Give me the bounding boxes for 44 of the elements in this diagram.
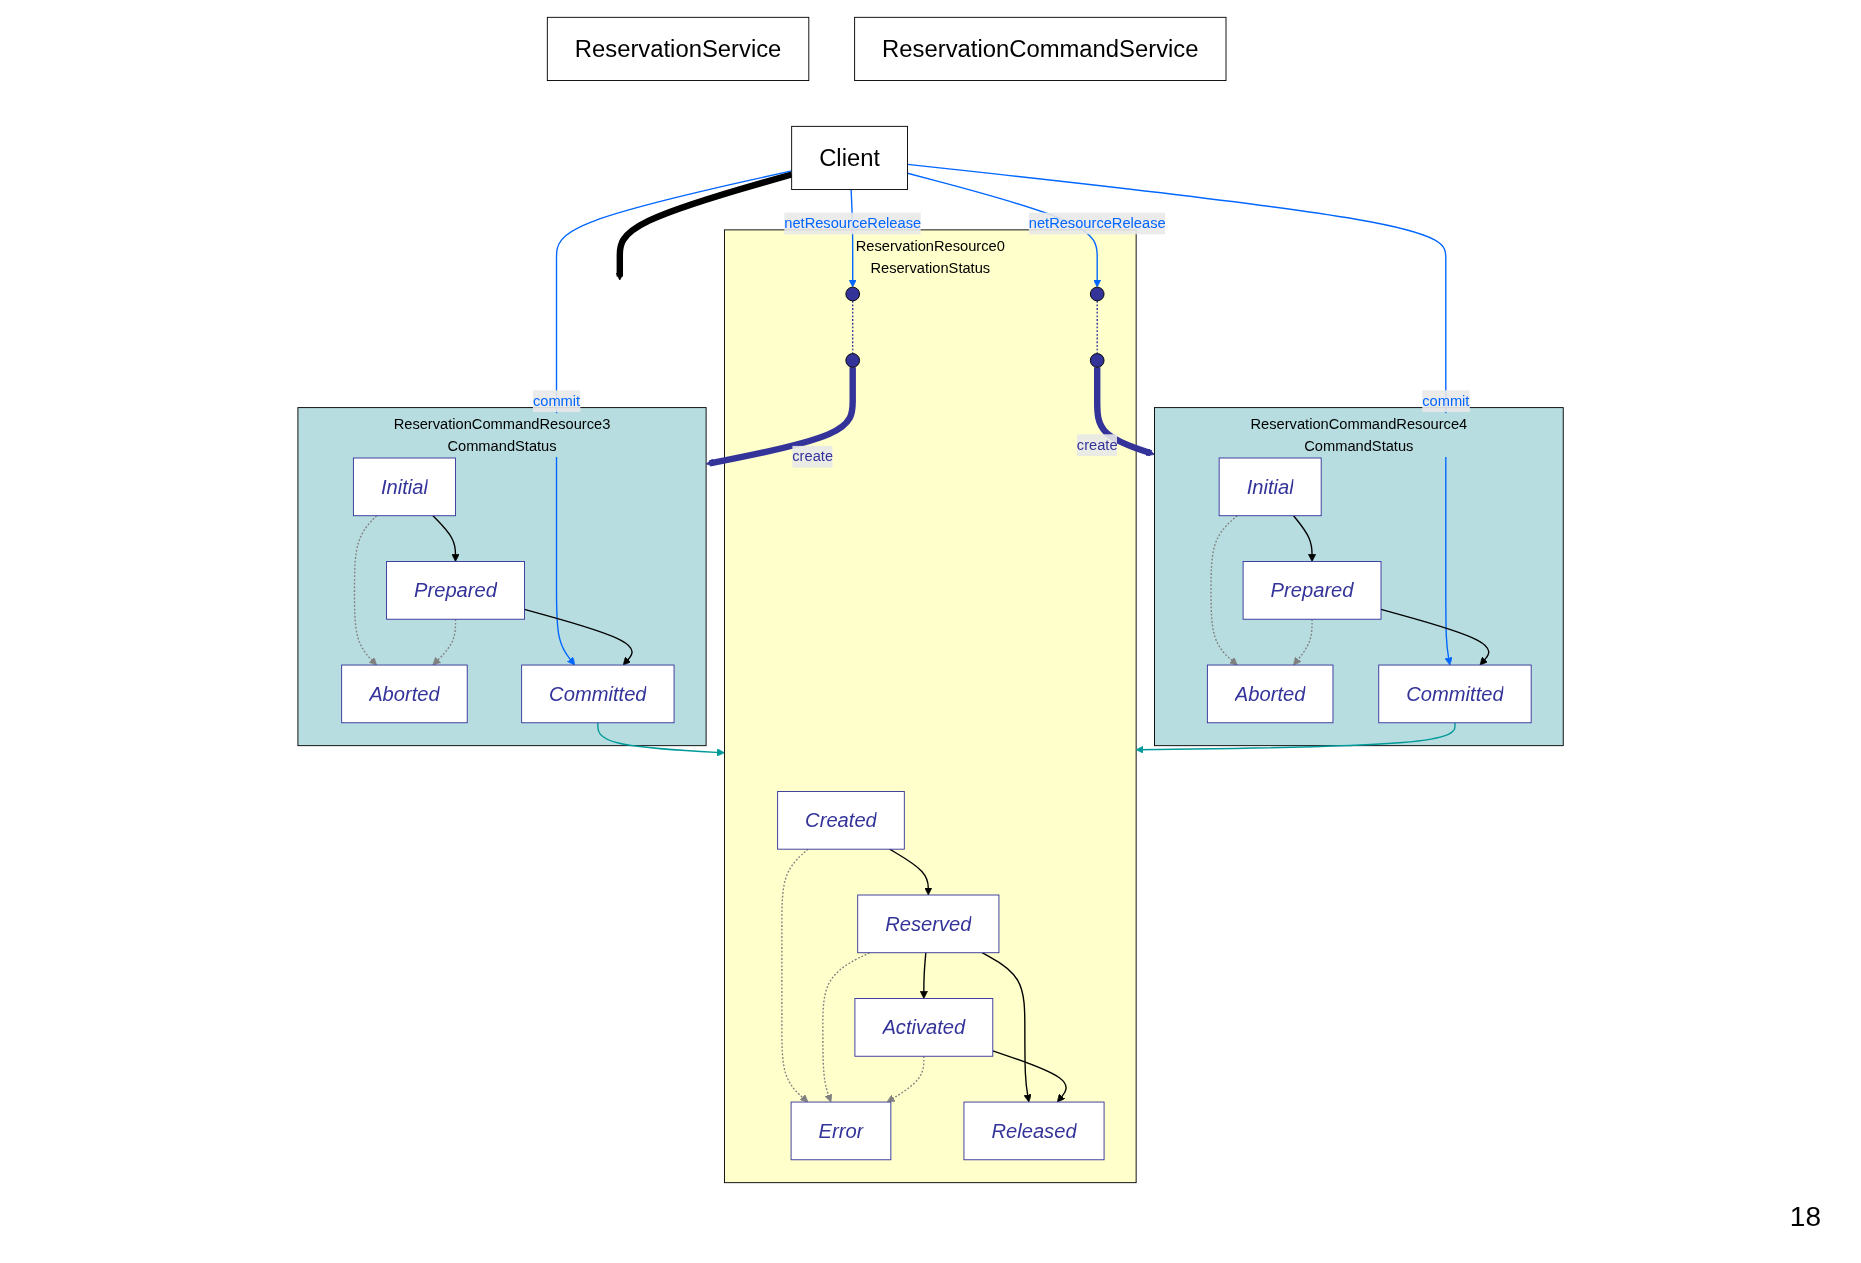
connector xyxy=(1096,300,1098,355)
arrow xyxy=(1292,515,1316,562)
arrow xyxy=(705,367,856,467)
node-box: Prepared xyxy=(386,561,525,620)
connector xyxy=(851,300,854,355)
node-box: Initial xyxy=(352,457,456,517)
edge-label: commit xyxy=(532,392,581,409)
arrow xyxy=(1135,722,1456,754)
node-box: Committed xyxy=(521,664,675,724)
node-box: Initial xyxy=(1218,457,1322,517)
node-circle xyxy=(1089,286,1105,302)
node-box: Prepared xyxy=(1242,561,1382,620)
edge-label: commit xyxy=(1422,392,1470,409)
arrow xyxy=(1093,367,1155,457)
edge-label: netResourceRelease xyxy=(1028,215,1166,231)
node-circle xyxy=(845,286,860,302)
arrow xyxy=(1210,515,1238,666)
node-box: Created xyxy=(777,791,905,850)
node-box: Error xyxy=(790,1101,892,1161)
page-number: 18 xyxy=(1789,1201,1821,1232)
edge-label: create xyxy=(792,448,833,465)
arrow xyxy=(822,952,871,1103)
node-box: ReservationService xyxy=(546,16,810,81)
node-box: Client xyxy=(791,125,908,191)
arrow xyxy=(432,515,460,562)
node-box: Released xyxy=(963,1101,1105,1161)
node-box: Reserved xyxy=(857,894,1000,954)
arrow xyxy=(888,848,933,896)
arrow xyxy=(981,952,1032,1103)
arrow xyxy=(992,1050,1067,1103)
node-box: ReservationCommandService xyxy=(854,16,1227,81)
node-circle xyxy=(1089,353,1105,368)
edge-label: create xyxy=(1076,436,1118,453)
arrow xyxy=(597,722,725,757)
node-circle xyxy=(845,353,860,368)
arrow xyxy=(615,171,793,281)
arrow xyxy=(555,170,793,666)
node-box: Committed xyxy=(1378,664,1532,724)
edge-label: netResourceRelease xyxy=(784,215,922,231)
arrow xyxy=(1380,608,1490,666)
arrow xyxy=(781,848,809,1103)
arrow xyxy=(523,608,633,666)
arrow xyxy=(353,515,378,666)
arrow xyxy=(919,952,928,999)
